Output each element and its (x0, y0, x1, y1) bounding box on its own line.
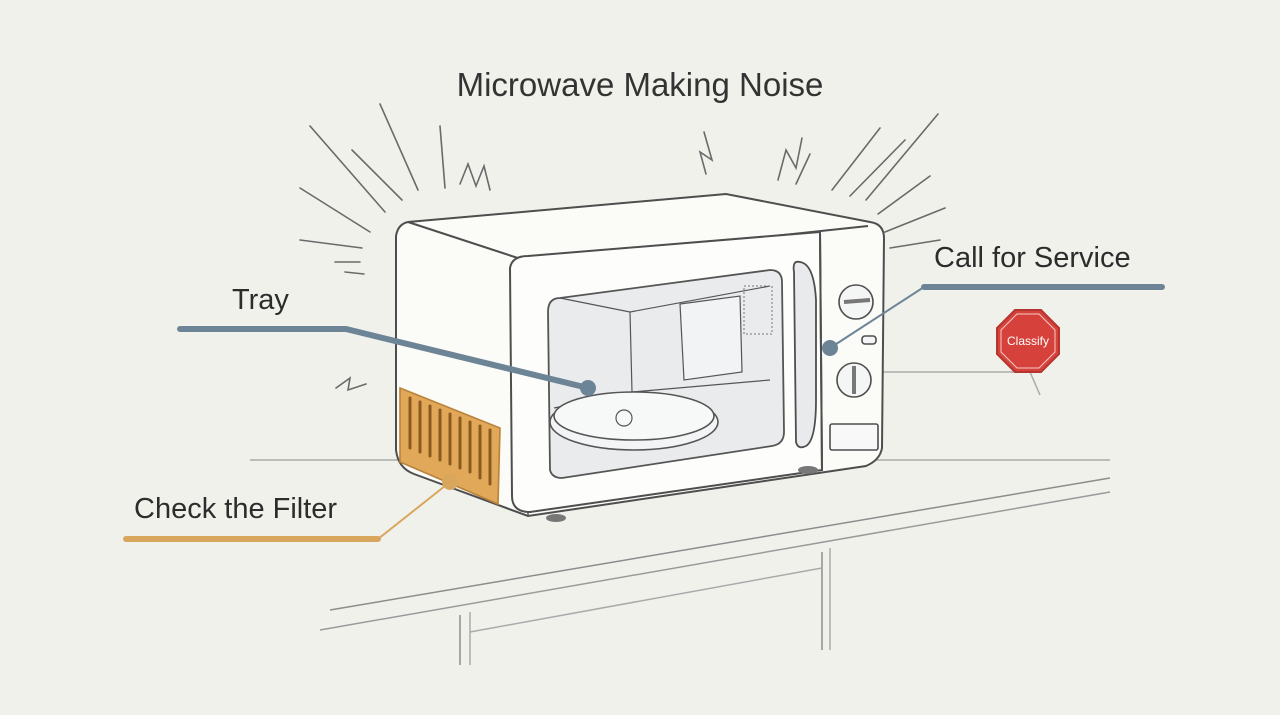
classify-label: Classify (1006, 334, 1049, 348)
service-label: Call for Service (934, 242, 1131, 274)
filter-label: Check the Filter (134, 493, 338, 525)
vent-holes (743, 285, 773, 335)
door-handle (792, 260, 817, 449)
vent-grille-icon (399, 386, 501, 506)
control-panel (829, 284, 879, 451)
microwave-feet (546, 466, 818, 522)
tray-callout-dot (580, 380, 596, 396)
service-callout-dot (822, 340, 838, 356)
filter-callout-dot (442, 474, 458, 490)
callout-lines (123, 284, 1165, 542)
noise-lines-icon (299, 103, 946, 392)
tray-label: Tray (232, 284, 289, 316)
stop-sign-icon (996, 309, 1060, 373)
diagram-title: Microwave Making Noise (456, 66, 824, 103)
turntable-icon (549, 391, 719, 451)
classify-button[interactable]: Classify (995, 308, 1061, 374)
